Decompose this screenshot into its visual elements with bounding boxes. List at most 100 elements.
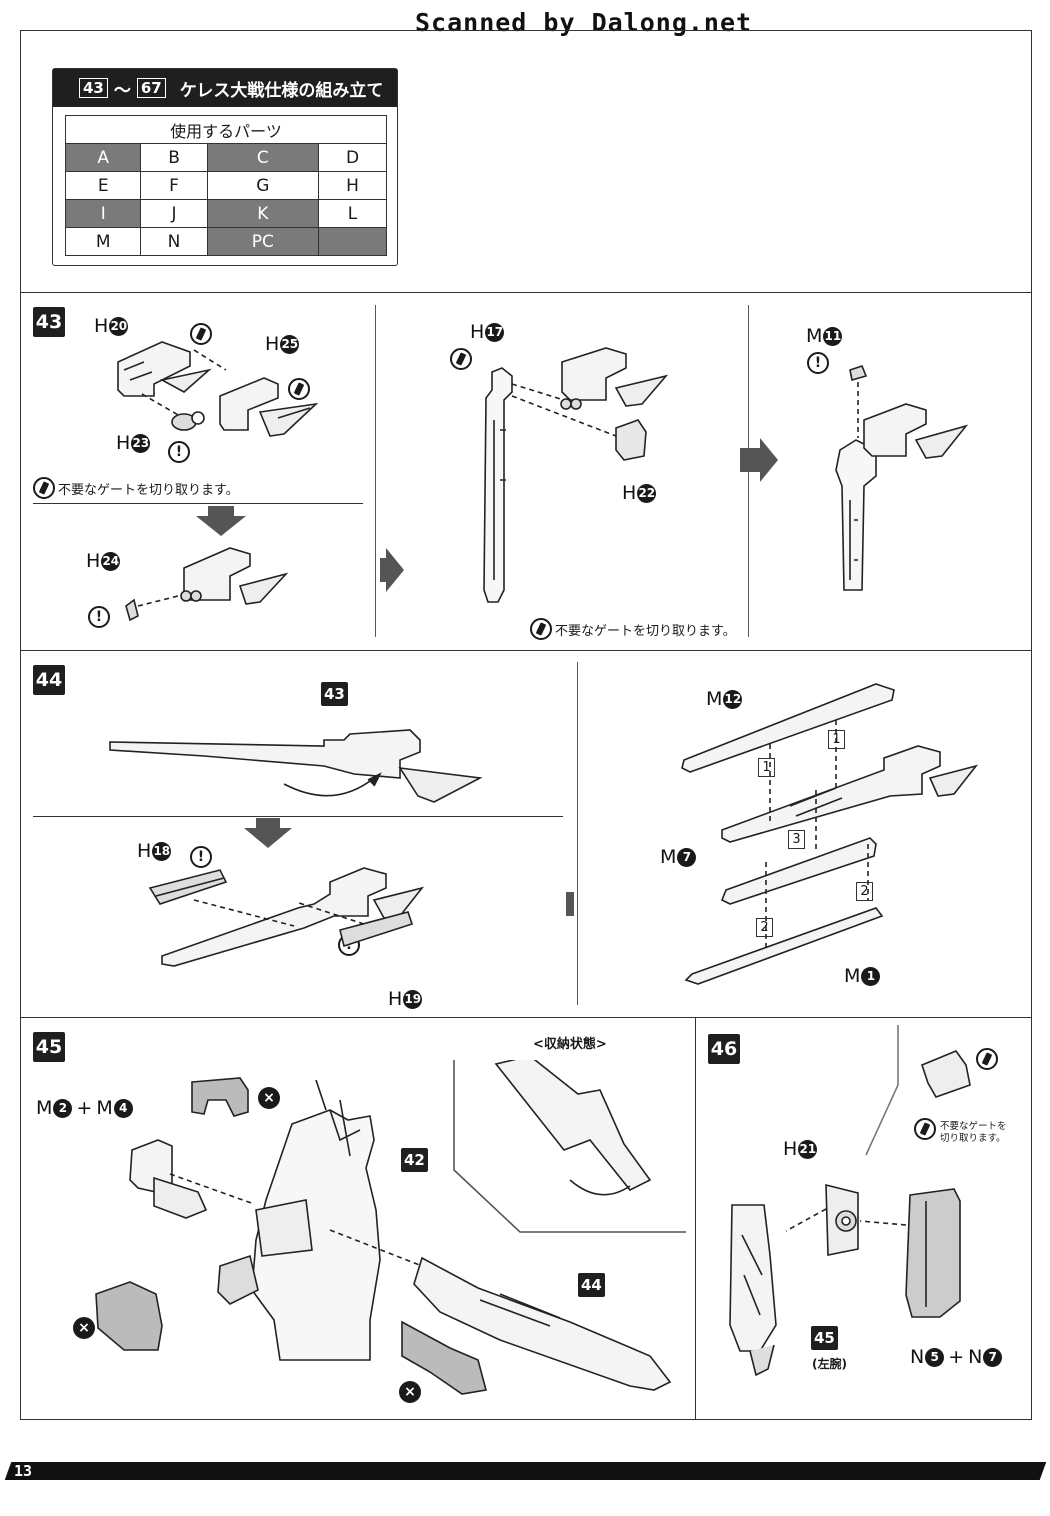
parts-header: 使用するパーツ (65, 115, 387, 144)
order-marker: 2 (856, 882, 873, 901)
nipper-icon (33, 477, 55, 499)
not-used-icon: × (73, 1317, 95, 1339)
step46-drawing (729, 1025, 971, 1377)
caution-icon: ! (190, 846, 212, 868)
part-letter: M (806, 325, 823, 347)
divider-44 (20, 650, 1032, 651)
step-badge-43: 43 (33, 307, 65, 337)
section-title-bar: 43 ～ 67 ケレス大戦仕様の組み立て (53, 69, 397, 107)
plus-sign: + (948, 1346, 965, 1368)
plus-sign: + (76, 1097, 93, 1119)
parts-cell: N (140, 227, 208, 256)
parts-cell: H (317, 171, 388, 200)
left-arm-caption: (左腕) (812, 1357, 847, 1371)
step45-drawing (95, 1060, 686, 1395)
step-badge-45: 45 (33, 1032, 65, 1062)
parts-cell: PC (206, 227, 319, 256)
cut-gate-note-43a: 不要なゲートを切り取ります。 (33, 477, 239, 499)
parts-cell: F (140, 171, 208, 200)
caution-icon: ! (807, 352, 829, 374)
part-letter: H (116, 432, 131, 454)
order-marker: 2 (756, 918, 773, 937)
step44-drawing-b (681, 683, 979, 985)
part-letter: H (137, 840, 152, 862)
not-used-icon: × (399, 1381, 421, 1403)
nipper-icon (450, 348, 472, 370)
part-letter: H (622, 482, 637, 504)
parts-cell: C (206, 143, 319, 172)
divider-43a (375, 305, 376, 637)
part-number: 24 (101, 551, 121, 571)
step-badge-46: 46 (708, 1034, 740, 1064)
caution-icon: ! (168, 441, 190, 463)
parts-cell: B (140, 143, 208, 172)
parts-table: 使用するパーツ A B C D E F G H I J K L M N PC (64, 115, 388, 256)
part-number: 1 (861, 966, 881, 986)
part-number: 2 (53, 1098, 73, 1118)
part-letter: M (706, 688, 723, 710)
parts-cell: I (64, 199, 142, 228)
part-letter: M (844, 965, 861, 987)
divider-45-46 (695, 1017, 696, 1419)
step44-drawing-a (109, 729, 574, 967)
part-number: 25 (280, 334, 300, 354)
parts-cell: L (317, 199, 388, 228)
part-letter: H (388, 988, 403, 1010)
part-number: 18 (152, 841, 172, 861)
part-number: 22 (637, 483, 657, 503)
cut-gate-text-line2: 切り取ります。 (940, 1133, 1006, 1144)
section-title: ケレス大戦仕様の組み立て (179, 80, 384, 101)
nipper-icon (914, 1118, 936, 1140)
divider-43 (20, 292, 1032, 293)
cut-gate-text-line1: 不要なゲートを (940, 1121, 1007, 1132)
parts-cell: J (140, 199, 208, 228)
step43-drawing-a (117, 341, 319, 622)
part-letter: H (470, 321, 485, 343)
part-letter: N (910, 1346, 925, 1368)
divider-43-sub (33, 503, 363, 504)
parts-cell: K (206, 199, 319, 228)
cut-gate-note-43b: 不要なゲートを切り取ります。 (530, 618, 736, 640)
part-number: 7 (677, 847, 697, 867)
range-separator: ～ (113, 80, 131, 101)
nipper-icon (288, 378, 310, 400)
divider-45 (20, 1017, 1032, 1018)
step43-drawing-c (740, 365, 969, 591)
part-number: 5 (925, 1347, 945, 1367)
ref-step-44: 44 (578, 1273, 605, 1297)
caution-icon: ! (88, 606, 110, 628)
part-number: 11 (823, 326, 843, 346)
range-start: 43 (79, 78, 108, 98)
cut-gate-text: 不要なゲートを切り取ります。 (58, 482, 239, 498)
part-number: 7 (983, 1347, 1003, 1367)
ref-step-42: 42 (401, 1148, 428, 1172)
footer-bar (4, 1462, 1047, 1480)
part-letter: H (86, 550, 101, 572)
part-letter: H (783, 1138, 798, 1160)
cut-gate-note-46: 不要なゲートを 切り取ります。 (940, 1121, 1007, 1145)
page-frame (20, 30, 1032, 1420)
part-number: 20 (109, 316, 129, 336)
parts-cell: D (317, 143, 388, 172)
ref-step-45: 45 (811, 1326, 838, 1350)
nipper-icon (976, 1048, 998, 1070)
part-letter: M (36, 1097, 53, 1119)
section-title-box: 43 ～ 67 ケレス大戦仕様の組み立て 使用するパーツ A B C D E F… (52, 68, 398, 266)
part-letter: H (265, 333, 280, 355)
part-letter: M (660, 846, 677, 868)
order-marker: 3 (788, 830, 805, 849)
cut-gate-text: 不要なゲートを切り取ります。 (555, 623, 736, 639)
parts-cell-empty (317, 227, 388, 256)
part-number: 21 (798, 1139, 818, 1159)
range-end: 67 (136, 78, 166, 98)
